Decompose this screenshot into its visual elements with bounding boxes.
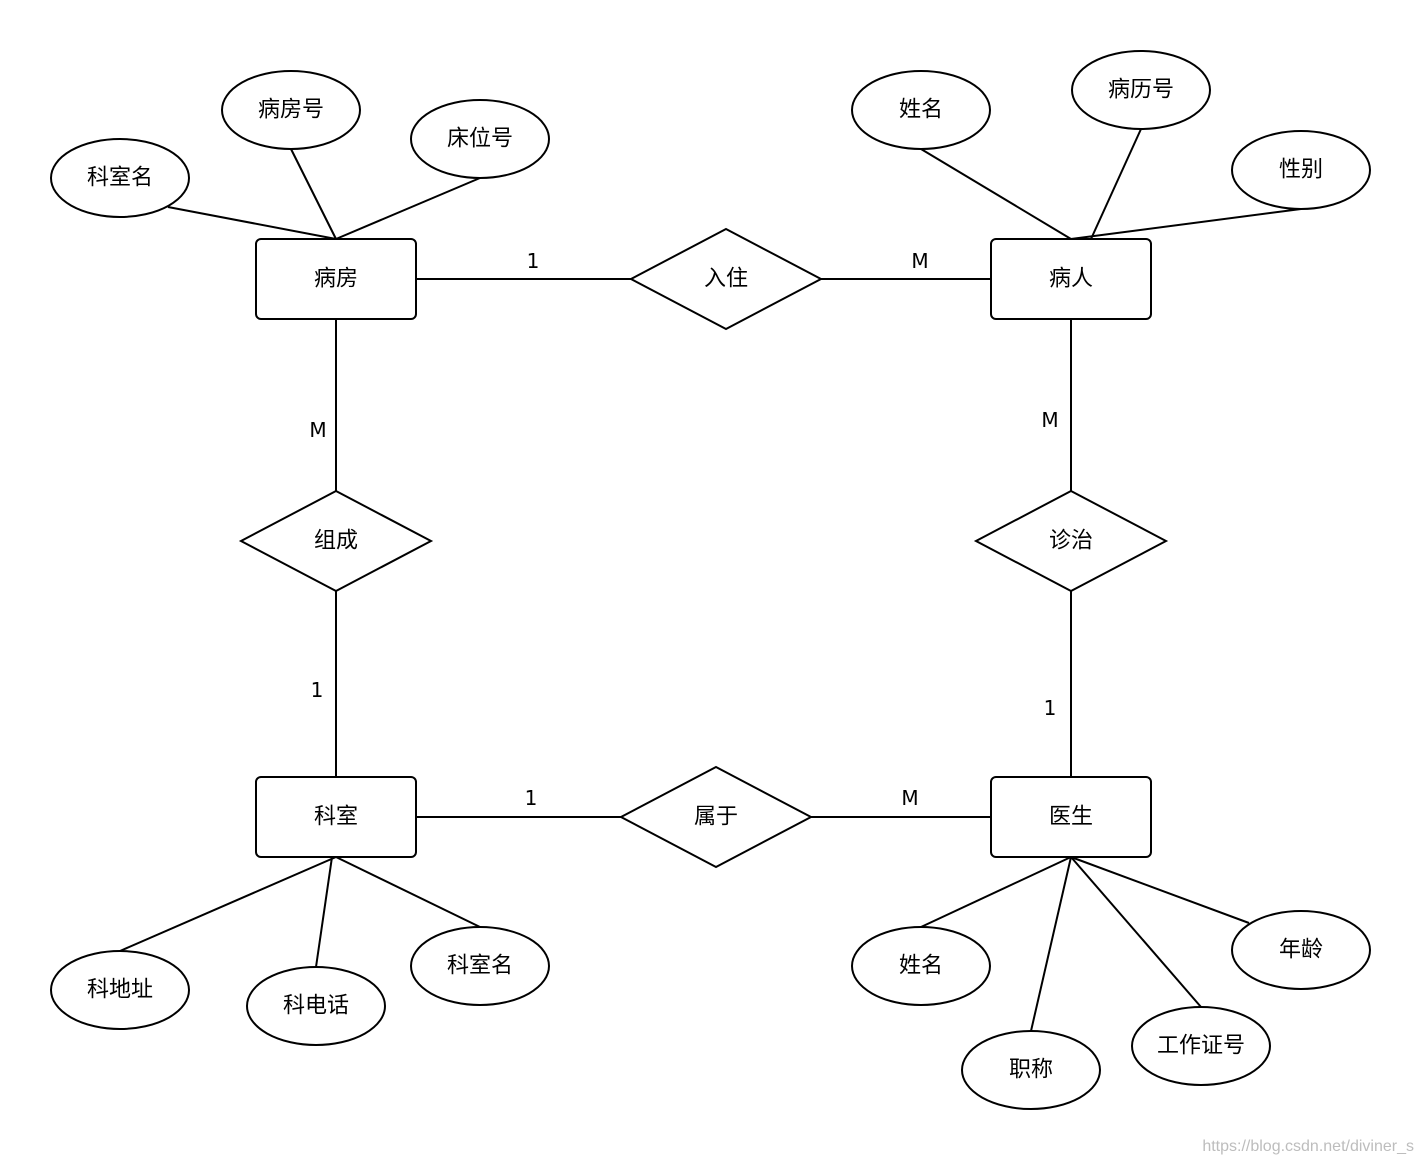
relationship-label: 诊治	[1049, 529, 1093, 554]
attr-label: 科室名	[87, 166, 153, 191]
line-patient-name	[920, 148, 1072, 240]
relationship-treat: 诊治	[973, 489, 1169, 593]
attr-label: 工作证号	[1157, 1034, 1245, 1059]
relationship-label: 入住	[704, 267, 748, 292]
line-dept-phone	[315, 856, 333, 968]
relationship-belong: 属于	[618, 765, 814, 869]
line-ward-bedno	[335, 177, 481, 240]
attr-label: 年龄	[1279, 938, 1323, 963]
attr-title: 职称	[961, 1030, 1101, 1110]
line-doctor-age	[1070, 856, 1250, 924]
attr-patient-name: 姓名	[851, 70, 991, 150]
entity-label: 医生	[1049, 805, 1093, 830]
attr-dept-phone: 科电话	[246, 966, 386, 1046]
entity-label: 病人	[1049, 267, 1093, 292]
line-doctor-workid	[1070, 856, 1202, 1008]
attr-bed-no: 床位号	[410, 99, 550, 179]
attr-label: 姓名	[899, 98, 943, 123]
relationship-label: 组成	[314, 529, 358, 554]
line-patient-gender	[1070, 208, 1302, 240]
cardinalities: 1 M M 1 M 1 1 M	[309, 249, 1058, 810]
entity-label: 病房	[314, 267, 358, 292]
line-patient-recordno	[1090, 128, 1142, 240]
relationship-label: 属于	[694, 805, 738, 830]
attr-ward-dept-name: 科室名	[50, 138, 190, 218]
attr-label: 床位号	[447, 127, 513, 152]
cardinality-patient-stay: M	[911, 249, 928, 273]
attr-dept-address: 科地址	[50, 950, 190, 1030]
line-dept-address	[119, 856, 337, 952]
entity-doctor: 医生	[990, 776, 1152, 858]
line-dept-name	[335, 856, 481, 928]
attr-record-no: 病历号	[1071, 50, 1211, 130]
connectors	[119, 128, 1302, 1032]
attr-label: 病历号	[1108, 78, 1174, 103]
cardinality-patient-treat: M	[1041, 408, 1058, 432]
entity-department: 科室	[255, 776, 417, 858]
cardinality-dept-belong: 1	[525, 786, 538, 810]
attr-doctor-name: 姓名	[851, 926, 991, 1006]
attr-label: 科室名	[447, 954, 513, 979]
line-doctor-title	[1030, 856, 1072, 1032]
attr-label: 病房号	[258, 98, 324, 123]
cardinality-ward-stay: 1	[527, 249, 540, 273]
cardinality-doctor-belong: M	[901, 786, 918, 810]
cardinality-dept-compose: 1	[311, 678, 324, 702]
relationship-compose: 组成	[238, 489, 434, 593]
attr-dept-name: 科室名	[410, 926, 550, 1006]
line-ward-deptname	[167, 206, 337, 240]
attr-label: 职称	[1009, 1058, 1053, 1083]
attr-gender: 性别	[1231, 130, 1371, 210]
attr-age: 年龄	[1231, 910, 1371, 990]
attr-work-id: 工作证号	[1131, 1006, 1271, 1086]
line-ward-wardno	[290, 148, 337, 240]
watermark: https://blog.csdn.net/diviner_s	[1202, 1138, 1414, 1155]
relationship-stay: 入住	[628, 227, 824, 331]
attr-label: 科地址	[87, 978, 153, 1003]
attr-label: 姓名	[899, 954, 943, 979]
attr-ward-no: 病房号	[221, 70, 361, 150]
entity-label: 科室	[314, 805, 358, 830]
attr-label: 性别	[1279, 158, 1323, 183]
cardinality-doctor-treat: 1	[1044, 696, 1057, 720]
cardinality-ward-compose: M	[309, 418, 326, 442]
entity-ward: 病房	[255, 238, 417, 320]
attr-label: 科电话	[283, 994, 349, 1019]
entity-patient: 病人	[990, 238, 1152, 320]
line-doctor-name	[920, 856, 1072, 928]
